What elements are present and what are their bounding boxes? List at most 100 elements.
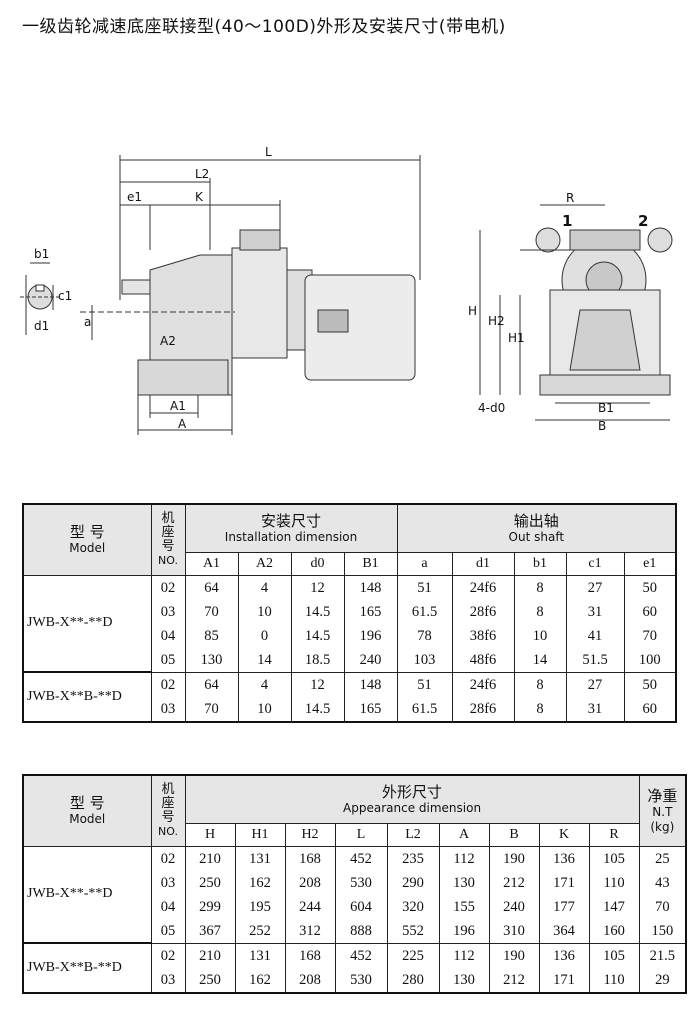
table-cell: 150 — [638, 918, 687, 944]
table-cell: 252 — [234, 918, 286, 944]
label-B: B — [598, 419, 606, 433]
table-cell: 70 — [623, 623, 677, 648]
table-cell: 04 — [150, 894, 186, 919]
frame-header: 机 座 号 NO. — [150, 774, 186, 847]
shaft-end-view — [20, 262, 60, 335]
table-cell: 162 — [234, 967, 286, 993]
column-header: d1 — [451, 551, 515, 576]
table-cell: 51 — [396, 574, 453, 600]
table-cell: 240 — [343, 647, 398, 673]
table-cell: 530 — [334, 870, 388, 895]
table-cell: 31 — [565, 599, 625, 624]
table-cell: 10 — [513, 623, 567, 648]
frame-header: 机 座 号 NO. — [150, 503, 186, 576]
table-cell: 105 — [588, 845, 640, 871]
table-cell: 250 — [184, 870, 236, 895]
column-header: R — [588, 822, 640, 847]
label-a: a — [84, 315, 91, 329]
table-cell: 168 — [284, 942, 336, 968]
table-cell: 310 — [488, 918, 540, 944]
model-cell: JWB-X**-**D — [22, 574, 152, 673]
column-header: a — [396, 551, 453, 576]
table-cell: 130 — [438, 967, 490, 993]
dimension-drawing: L L2 K e1 b1 c1 d1 a A2 A1 A R 1 2 H H2 … — [20, 145, 673, 435]
model-header: 型 号 Model — [22, 503, 152, 576]
table-cell: 147 — [588, 894, 640, 919]
table-cell: 110 — [588, 870, 640, 895]
label-c1: c1 — [58, 289, 72, 303]
table-cell: 240 — [488, 894, 540, 919]
table-cell: 190 — [488, 942, 540, 968]
model-cell: JWB-X**-**D — [22, 845, 152, 944]
table-cell: 0 — [237, 623, 292, 648]
label-2: 2 — [638, 212, 648, 230]
page-title: 一级齿轮减速底座联接型(40～100D)外形及安装尺寸(带电机) — [22, 17, 506, 37]
table-cell: 299 — [184, 894, 236, 919]
table-cell: 78 — [396, 623, 453, 648]
table-cell: 05 — [150, 918, 186, 944]
table-cell: 103 — [396, 647, 453, 673]
table-cell: 8 — [513, 696, 567, 722]
table-cell: 25 — [638, 845, 687, 871]
appearance-header: 外形尺寸 Appearance dimension — [184, 774, 640, 824]
label-d1: d1 — [34, 319, 49, 333]
label-e1: e1 — [127, 190, 142, 204]
table-cell: 148 — [343, 671, 398, 697]
table-cell: 14.5 — [290, 696, 345, 722]
table-cell: 05 — [150, 647, 186, 673]
column-header: H2 — [284, 822, 336, 847]
table-cell: 10 — [237, 696, 292, 722]
table-cell: 60 — [623, 599, 677, 624]
table-cell: 196 — [438, 918, 490, 944]
table-cell: 12 — [290, 574, 345, 600]
table-cell: 168 — [284, 845, 336, 871]
table-cell: 50 — [623, 671, 677, 697]
table-cell: 4 — [237, 574, 292, 600]
table-cell: 8 — [513, 599, 567, 624]
table-cell: 212 — [488, 967, 540, 993]
label-K: K — [195, 190, 204, 204]
label-4-d0: 4-d0 — [478, 401, 505, 415]
column-header: A1 — [184, 551, 239, 576]
table-cell: 70 — [638, 894, 687, 919]
table-cell: 165 — [343, 696, 398, 722]
table-cell: 100 — [623, 647, 677, 673]
label-H: H — [468, 304, 477, 318]
column-header: A2 — [237, 551, 292, 576]
table-cell: 162 — [234, 870, 286, 895]
table-cell: 85 — [184, 623, 239, 648]
weight-header: 净重 N.T (kg) — [638, 774, 687, 847]
column-header: L — [334, 822, 388, 847]
table-cell: 130 — [184, 647, 239, 673]
table-cell: 250 — [184, 967, 236, 993]
table-cell: 888 — [334, 918, 388, 944]
table-cell: 131 — [234, 845, 286, 871]
table-cell: 112 — [438, 845, 490, 871]
table-cell: 03 — [150, 967, 186, 993]
column-header: c1 — [565, 551, 625, 576]
table-cell: 12 — [290, 671, 345, 697]
table-cell: 48f6 — [451, 647, 515, 673]
label-L: L — [265, 145, 272, 159]
table-cell: 38f6 — [451, 623, 515, 648]
table-cell: 280 — [386, 967, 440, 993]
table-cell: 51.5 — [565, 647, 625, 673]
table-cell: 112 — [438, 942, 490, 968]
model-cell: JWB-X**B-**D — [22, 942, 152, 993]
installation-table: 型 号 Model 机 座 号 NO. 安装尺寸 Installation di… — [22, 503, 678, 723]
label-b1: b1 — [34, 247, 49, 261]
table-cell: 148 — [343, 574, 398, 600]
column-header: B1 — [343, 551, 398, 576]
table-cell: 235 — [386, 845, 440, 871]
table-cell: 105 — [588, 942, 640, 968]
table-cell: 136 — [538, 942, 590, 968]
table-cell: 208 — [284, 870, 336, 895]
table-cell: 61.5 — [396, 696, 453, 722]
table-cell: 552 — [386, 918, 440, 944]
